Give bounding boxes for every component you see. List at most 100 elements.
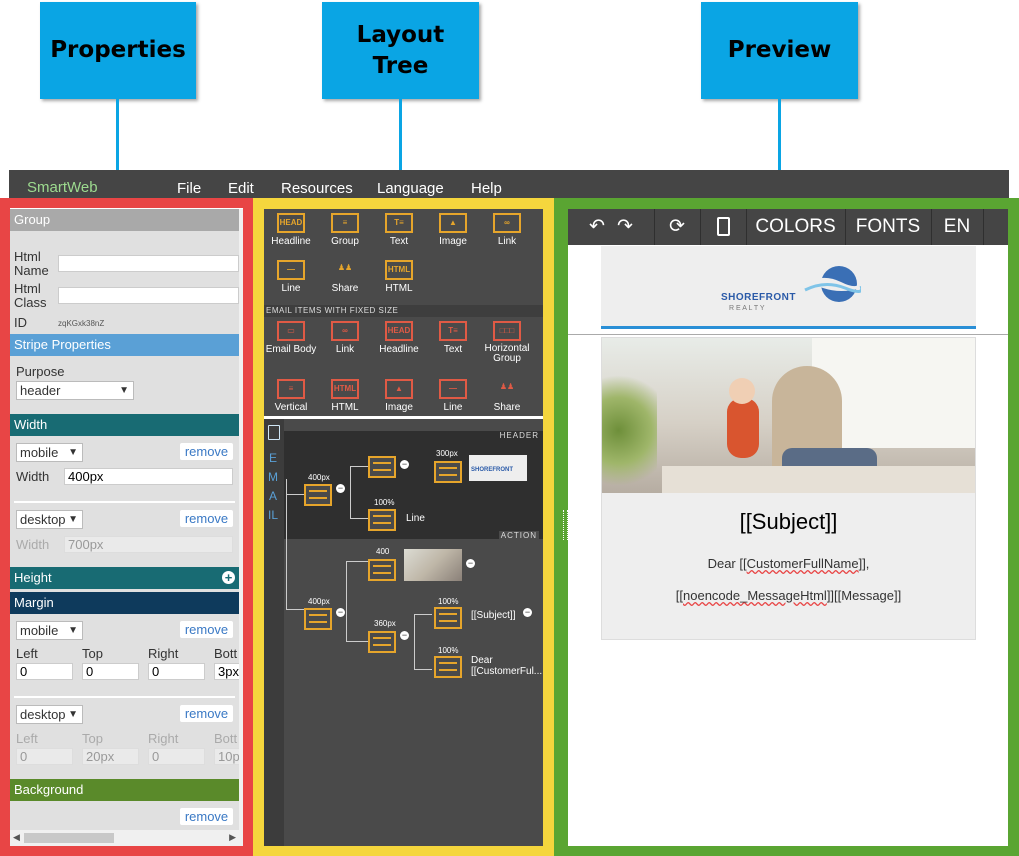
width-desktop-remove-button[interactable]: remove xyxy=(180,510,233,527)
margin-mobile-select[interactable]: mobile ▼ xyxy=(16,621,83,640)
action-h-b xyxy=(346,641,368,642)
purpose-select[interactable]: header ▼ xyxy=(16,381,134,400)
purpose-value: header xyxy=(20,383,61,398)
email-tab[interactable]: EMAIL xyxy=(264,419,284,846)
menu-edit[interactable]: Edit xyxy=(228,180,254,197)
width-mobile-remove-button[interactable]: remove xyxy=(180,443,233,460)
dear-node-label: Dear [[CustomerFul... xyxy=(471,655,543,677)
add-height-icon[interactable]: + xyxy=(222,571,235,584)
height-header[interactable]: Height + xyxy=(10,567,239,589)
margin-desktop-select[interactable]: desktop ▼ xyxy=(16,705,83,724)
document-icon[interactable] xyxy=(268,425,280,440)
subject-node[interactable] xyxy=(434,607,462,629)
scrollbar-thumb[interactable] xyxy=(24,833,114,843)
width-mobile-device: mobile xyxy=(20,445,59,460)
tool-fixed-link[interactable]: ∞Link xyxy=(318,321,372,355)
margin-mobile-left-input[interactable]: 0 xyxy=(16,663,73,680)
tool-fixed-image[interactable]: ▲Image xyxy=(372,379,426,413)
action-image-node[interactable] xyxy=(368,559,396,581)
margin-mobile-remove-button[interactable]: remove xyxy=(180,621,233,638)
mobile-view-button[interactable] xyxy=(700,209,747,245)
email-body-icon: ▭ xyxy=(277,321,305,341)
group360-h-a xyxy=(414,614,432,615)
tool-email-body[interactable]: ▭Email Body xyxy=(264,321,318,355)
scroll-left-icon[interactable]: ◀ xyxy=(13,832,20,842)
preview-frame xyxy=(554,198,1019,856)
preview-resize-handle[interactable] xyxy=(563,510,568,540)
group360-node[interactable] xyxy=(368,631,396,653)
group360-connector xyxy=(414,614,415,669)
tool-fixed-text[interactable]: T≡Text xyxy=(426,321,480,355)
tool-text[interactable]: T≡Text xyxy=(372,213,426,247)
background-remove-button[interactable]: remove xyxy=(180,808,233,825)
collapse-icon[interactable]: − xyxy=(523,607,532,617)
html-class-input[interactable] xyxy=(58,287,239,304)
line-node[interactable] xyxy=(368,509,396,531)
menu-file[interactable]: File xyxy=(177,180,202,197)
collapse-icon[interactable]: − xyxy=(400,459,409,469)
menu-language[interactable]: Language xyxy=(377,180,444,197)
preview-toolbar: ↶ ↷ ⟳ COLORS FONTS EN xyxy=(568,209,1008,245)
horizontal-scrollbar[interactable]: ◀ ▶ xyxy=(10,830,239,846)
collapse-icon[interactable]: − xyxy=(336,483,345,493)
width-desktop-input[interactable]: 700px xyxy=(64,536,233,553)
header-inner-node[interactable] xyxy=(368,456,396,478)
language-button[interactable]: EN xyxy=(931,209,984,245)
properties-vscroll-track[interactable] xyxy=(239,209,243,846)
subject-node-label: [[Subject]] xyxy=(471,610,516,621)
margin-mobile-right-input[interactable]: 0 xyxy=(148,663,205,680)
colors-button[interactable]: COLORS xyxy=(746,209,846,245)
tool-share[interactable]: ♟♟Share xyxy=(318,260,372,294)
fonts-button[interactable]: FONTS xyxy=(845,209,932,245)
dear-node[interactable] xyxy=(434,656,462,678)
width-desktop-label: Width xyxy=(16,537,50,552)
html-name-input[interactable] xyxy=(58,255,239,272)
header-logo-thumb[interactable]: SHOREFRONT xyxy=(469,455,527,481)
margin-desktop-bottom-input[interactable]: 10px xyxy=(214,748,239,765)
width-divider xyxy=(14,501,235,503)
tool-share-label: Share xyxy=(331,283,359,294)
collapse-icon[interactable]: − xyxy=(336,607,345,617)
tool-vertical[interactable]: ≡Vertical xyxy=(264,379,318,413)
menu-resources[interactable]: Resources xyxy=(281,180,353,197)
width-mobile-select[interactable]: mobile ▼ xyxy=(16,443,83,462)
undo-icon[interactable]: ↶ xyxy=(589,216,605,237)
collapse-icon[interactable]: − xyxy=(400,630,409,640)
margin-mobile-bottom-input[interactable]: 3px xyxy=(214,663,239,680)
tool-line[interactable]: —Line xyxy=(264,260,318,294)
margin-desktop-top-label: Top xyxy=(82,731,103,746)
html-icon: HTML xyxy=(331,379,359,399)
action-photo-thumb[interactable] xyxy=(404,549,462,581)
margin-desktop-top-input[interactable]: 20px xyxy=(82,748,139,765)
tool-fixed-headline-label: Headline xyxy=(379,344,419,355)
redo-icon[interactable]: ↷ xyxy=(617,216,633,237)
action-group-node[interactable] xyxy=(304,608,332,630)
margin-desktop-left-input[interactable]: 0 xyxy=(16,748,73,765)
tool-fixed-share[interactable]: ♟♟Share xyxy=(480,379,534,413)
margin-desktop-right-input[interactable]: 0 xyxy=(148,748,205,765)
message-prefix: [[ xyxy=(675,588,683,603)
header-group-node[interactable] xyxy=(304,484,332,506)
callout-properties-text: Properties xyxy=(50,37,186,63)
collapse-icon[interactable]: − xyxy=(466,558,475,568)
menu-help[interactable]: Help xyxy=(471,180,502,197)
tool-fixed-line[interactable]: —Line xyxy=(426,379,480,413)
refresh-button[interactable]: ⟳ xyxy=(654,209,701,245)
header-image-node[interactable] xyxy=(434,461,462,483)
tool-group[interactable]: ≡Group xyxy=(318,213,372,247)
width-desktop-select[interactable]: desktop ▼ xyxy=(16,510,83,529)
width-mobile-input[interactable]: 400px xyxy=(64,468,233,485)
tree-frame xyxy=(253,198,554,856)
margin-mobile-top-input[interactable]: 0 xyxy=(82,663,139,680)
subject-size-label: 100% xyxy=(438,597,459,606)
image-icon: ▲ xyxy=(385,379,413,399)
tool-horizontal-group[interactable]: □□□Horizontal Group xyxy=(480,321,534,364)
tool-image[interactable]: ▲Image xyxy=(426,213,480,247)
tool-link[interactable]: ∞Link xyxy=(480,213,534,247)
scroll-right-icon[interactable]: ▶ xyxy=(229,832,236,842)
margin-desktop-remove-button[interactable]: remove xyxy=(180,705,233,722)
